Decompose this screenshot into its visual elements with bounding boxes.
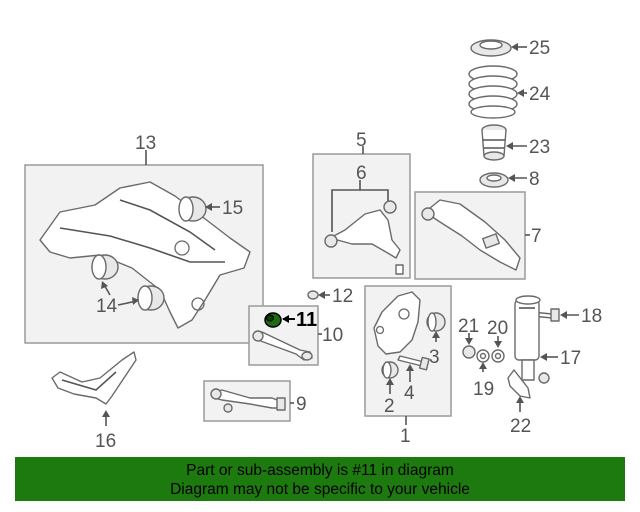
callout-7: 7 <box>531 226 542 247</box>
lateral-link-group[interactable]: 11 10 <box>248 305 343 366</box>
upper-arm-group[interactable]: 5 6 <box>312 130 411 279</box>
bump-stop-23-part <box>481 124 507 161</box>
callout-11: 11 <box>296 309 317 331</box>
callout-23: 23 <box>529 137 550 158</box>
callout-22: 22 <box>510 416 531 437</box>
callout-24: 24 <box>529 84 551 105</box>
bracket-16-group[interactable]: 16 <box>51 351 137 452</box>
bushing-3-part <box>426 312 446 332</box>
callout-15: 15 <box>222 198 243 219</box>
callout-13: 13 <box>135 133 156 154</box>
callout-20: 20 <box>487 318 508 339</box>
lower-control-arm-part <box>424 199 521 271</box>
info-banner: Part or sub-assembly is #11 in diagram D… <box>15 457 625 501</box>
nut-12-part <box>307 290 319 300</box>
upper-control-arm-part <box>329 209 401 259</box>
spring-insulator-8-part <box>479 172 509 188</box>
knuckle-part <box>373 291 421 355</box>
spring-seat-25-part <box>470 39 512 57</box>
callout-3: 3 <box>429 347 440 368</box>
bushing-14a-part <box>91 254 119 280</box>
coil-spring-24-part <box>468 65 518 119</box>
banner-line-1: Part or sub-assembly is #11 in diagram <box>186 462 454 479</box>
shock-absorber-part <box>514 295 550 384</box>
lower-arm-group[interactable]: 7 <box>414 191 542 280</box>
callout-9: 9 <box>296 394 307 415</box>
bushing-14b-part <box>137 285 165 311</box>
bushing-21-part <box>462 345 476 359</box>
bracket-22-part <box>507 369 531 399</box>
callout-6: 6 <box>356 163 367 184</box>
washer-19-part <box>476 349 490 363</box>
banner-line-2: Diagram may not be specific to your vehi… <box>170 481 470 498</box>
spring-stack-group[interactable]: 25 24 23 8 <box>468 38 551 190</box>
bushing-15-part <box>178 196 207 222</box>
callout-14: 14 <box>96 296 118 317</box>
nut-12-group[interactable]: 12 <box>307 286 353 307</box>
callout-18: 18 <box>581 306 602 327</box>
knuckle-group[interactable]: 3 2 4 1 <box>364 285 452 447</box>
callout-4: 4 <box>404 383 415 404</box>
subframe-group[interactable]: 13 15 14 <box>24 133 264 344</box>
callout-25: 25 <box>529 38 550 59</box>
trailing-rod-group[interactable]: 9 <box>203 380 307 422</box>
callout-10: 10 <box>322 325 343 346</box>
washer-20-part <box>491 349 505 363</box>
callout-17: 17 <box>560 348 581 369</box>
callout-12: 12 <box>332 286 353 307</box>
callout-19: 19 <box>473 379 494 400</box>
callout-16: 16 <box>95 431 116 452</box>
callout-2: 2 <box>384 396 395 417</box>
callout-8: 8 <box>529 169 540 190</box>
bushing-2-part <box>381 361 399 379</box>
callout-21: 21 <box>458 316 479 337</box>
callout-5: 5 <box>356 130 367 151</box>
bushing-11-part[interactable] <box>264 312 282 328</box>
bolt-4-part <box>397 355 430 371</box>
bracket-16-part <box>51 351 137 405</box>
callout-1: 1 <box>400 426 411 447</box>
shock-group[interactable]: 18 17 21 20 19 22 <box>458 295 602 437</box>
